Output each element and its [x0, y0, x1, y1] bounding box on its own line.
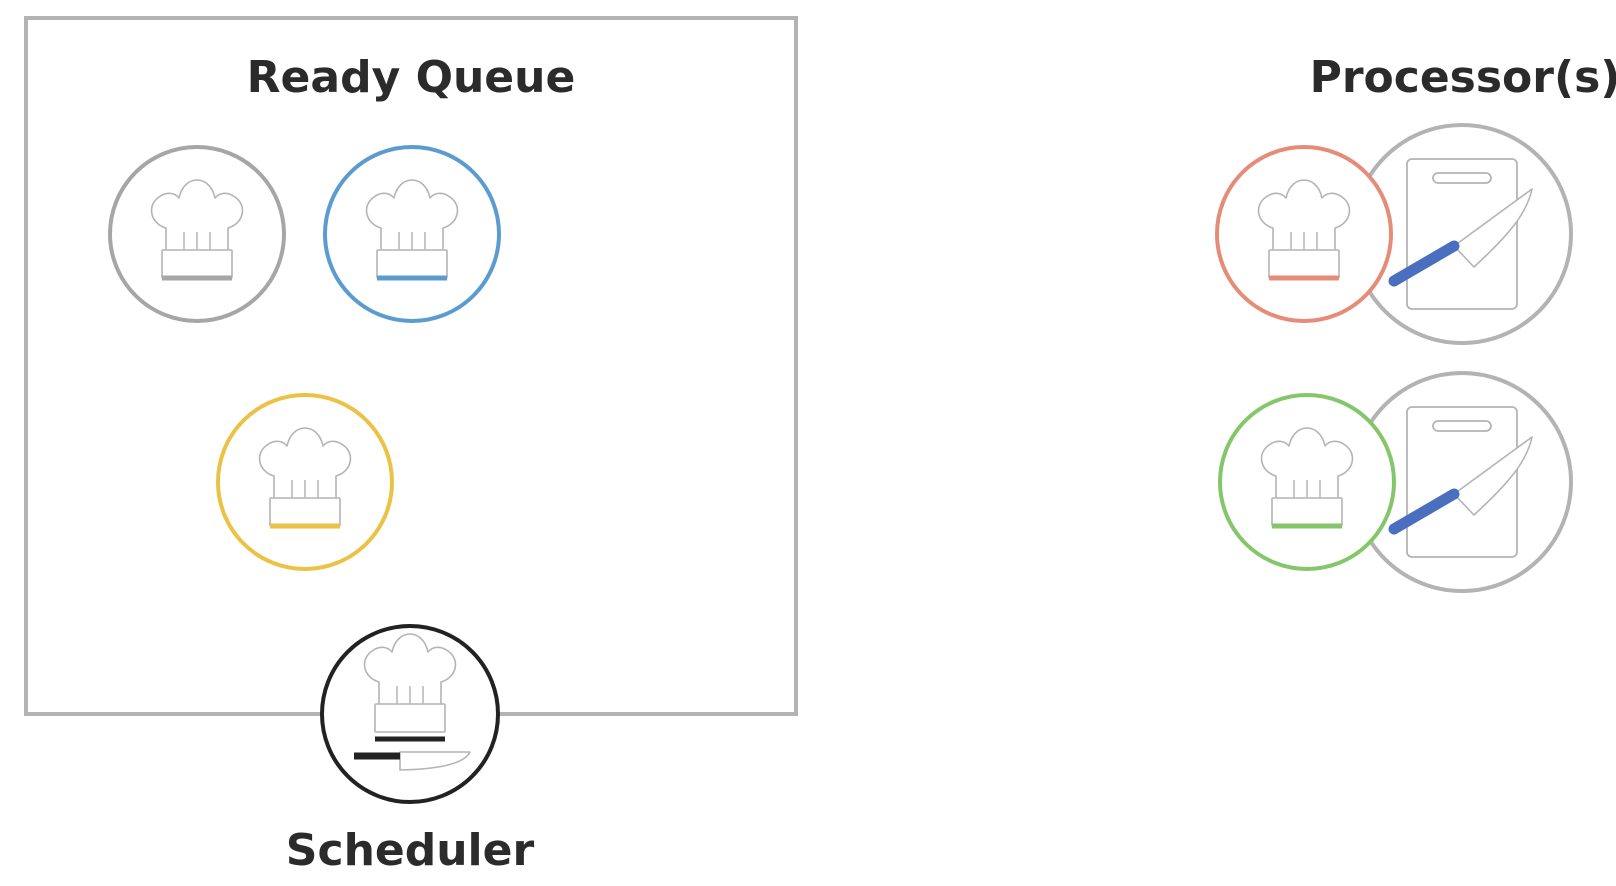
chef-token-gray — [108, 145, 286, 323]
processor-1 — [1215, 123, 1573, 345]
cutting-board-icon — [1394, 159, 1532, 309]
processor-2 — [1218, 371, 1573, 593]
chef-token-green — [1218, 393, 1396, 571]
scheduler-label: Scheduler — [286, 825, 535, 876]
scheduler-token — [320, 624, 500, 804]
knife-icon — [354, 751, 471, 771]
chef-token-blue — [323, 145, 501, 323]
processors-title: Processor(s) — [1310, 52, 1616, 103]
chef-token-yellow — [216, 393, 394, 571]
cutting-board-icon — [1394, 407, 1532, 557]
ready-queue-title: Ready Queue — [247, 52, 576, 103]
chef-token-red — [1215, 145, 1393, 323]
ready-queue-frame — [24, 16, 798, 716]
